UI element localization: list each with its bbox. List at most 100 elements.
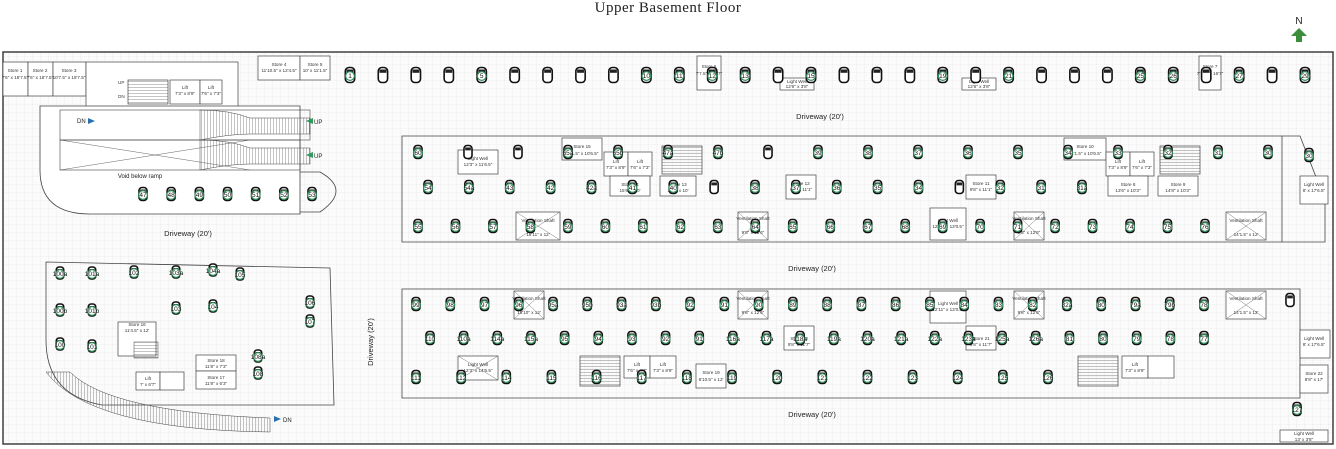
svg-text:41: 41 (629, 185, 637, 192)
parking-space-left-block-5: 104a (206, 263, 221, 277)
parking-space-top-wall-29 (1266, 66, 1278, 84)
parking-space-top-wall-8 (575, 66, 586, 84)
vent-shaft-2-name: Ventilation Shaft (736, 216, 770, 221)
svg-text:105: 105 (235, 272, 246, 279)
svg-text:101: 101 (87, 344, 98, 351)
parking-space-block2-mid-19: 126a (1029, 330, 1043, 346)
parking-space-top-wall-24 (1101, 66, 1113, 84)
parking-space-left-block-12: 107 (305, 314, 316, 328)
parking-space-block2-top-1: 99 (411, 296, 422, 312)
svg-text:121a: 121a (894, 336, 909, 343)
parking-space-block1-bottom-13: 67 (862, 218, 873, 234)
parking-space-top-wall-11: 11 (673, 66, 685, 84)
vent-shaft-5-name: Ventilation Shaft (512, 296, 546, 301)
parking-space-top-wall-20 (970, 66, 982, 84)
store-7-name: Store 7 (1203, 64, 1218, 69)
parking-space-block2-top-5: 95a (548, 296, 559, 312)
svg-text:37: 37 (792, 185, 800, 192)
store-22-name: Store 22 (1305, 371, 1323, 376)
parking-space-block2-top-17: 84 (959, 296, 970, 312)
parking-space-block2-bottom-8: 119 (727, 369, 738, 385)
parking-space-top-wall-18 (904, 66, 916, 84)
parking-space-top-wall-22 (1036, 66, 1048, 84)
light-well-2-name: Light Well (938, 218, 958, 223)
parking-space-block1-bottom-15: 69 (937, 218, 948, 234)
parking-space-block2-bottom-3: 114 (501, 369, 512, 385)
svg-text:89: 89 (789, 302, 797, 309)
svg-text:83: 83 (995, 302, 1003, 309)
ramp-dn-label: DN (77, 119, 86, 125)
parking-space-block1-top-1: 60 (413, 144, 424, 160)
svg-text:65a: 65a (563, 150, 574, 157)
parking-space-block1-mid-3: 43 (504, 179, 515, 195)
store-9-name: Store 9 (1171, 182, 1186, 187)
svg-text:95: 95 (561, 336, 569, 343)
store-21-size: 9'8" x 11'7" (970, 342, 993, 347)
vent-shaft-4-size: 14'1.5" x 12' (1234, 232, 1259, 237)
svg-text:104a: 104a (206, 268, 221, 275)
light-well-5-name: Light Well (787, 79, 807, 84)
parking-space-block1-top-4: 65a (563, 144, 574, 160)
svg-text:37: 37 (914, 150, 922, 157)
parking-space-block2-top-8: 93b (650, 296, 662, 312)
svg-text:10: 10 (643, 73, 651, 80)
parking-space-block1-bottom-21: 75 (1162, 218, 1173, 234)
parking-space-block2-top-13: 88 (822, 296, 833, 312)
svg-text:112: 112 (456, 375, 467, 382)
parking-space-block2-top-21: 80 (1096, 296, 1107, 312)
svg-text:38: 38 (751, 185, 759, 192)
lift-4-size: 7'6" x 7'3" (630, 165, 650, 170)
parking-space-block2-bottom-12: 123 (907, 369, 918, 385)
svg-text:100b: 100b (53, 308, 68, 315)
svg-text:117a: 117a (760, 336, 774, 343)
svg-text:91: 91 (696, 336, 704, 343)
svg-text:21: 21 (1005, 73, 1013, 80)
svg-text:100: 100 (55, 342, 66, 349)
parking-space-block1-bottom-2: 56 (450, 218, 461, 234)
parking-space-top-wall-14 (772, 66, 784, 84)
parking-space-block2-mid-24: 77 (1198, 330, 1209, 346)
parking-space-block2-top-20: 82a (1062, 296, 1073, 312)
parking-space-ramp-island-6: 52 (278, 186, 289, 202)
parking-space-block1-bottom-5: 59 (562, 218, 573, 234)
parking-space-top-wall-4 (443, 66, 455, 84)
parking-space-left-block-16: 108 (253, 366, 264, 380)
parking-space-block1-mid-15: 32 (995, 179, 1006, 195)
parking-space-block2-bottom-4: 115 (546, 369, 557, 385)
light-well-3-name: Light Well (938, 301, 958, 306)
svg-text:65: 65 (789, 224, 797, 231)
parking-space-block2-top-6: 95b (582, 296, 593, 312)
svg-text:39: 39 (814, 150, 822, 157)
parking-space-block1-mid-2: 54a (463, 179, 475, 195)
parking-space-ramp-island-5: 51 (250, 186, 261, 202)
svg-text:93: 93 (628, 336, 636, 343)
svg-text:12: 12 (709, 73, 717, 80)
light-well-7-name: Light Well (1304, 182, 1324, 187)
lift-6-size: 7'6" x 7'3" (1132, 165, 1152, 170)
svg-text:57: 57 (489, 224, 497, 231)
parking-space-block1-bottom-6: 60 (600, 218, 611, 234)
store-4-name: Store 4 (272, 62, 287, 67)
parking-space-block1-top-16: 32 (1162, 144, 1173, 160)
svg-text:93a: 93a (616, 302, 627, 309)
svg-text:101b: 101b (85, 308, 100, 315)
parking-space-block1-top-13: 35 (1012, 144, 1023, 160)
light-well-7-size: 8' x 17'6.5" (1303, 188, 1326, 193)
svg-text:126: 126 (1043, 375, 1054, 382)
page-title: Upper Basement Floor (594, 0, 742, 16)
parking-space-block2-bottom-15: 126 (1043, 369, 1054, 385)
store-16-name: Store 16 (128, 322, 146, 327)
svg-text:40: 40 (670, 185, 678, 192)
driveway-left-label: Driveway (20') (164, 229, 212, 238)
parking-space-ramp-island-2: 48 (166, 186, 177, 202)
parking-space-block2-bottom-6: 117 (637, 369, 647, 385)
svg-text:71: 71 (1014, 224, 1022, 231)
parking-space-block1-bottom-12: 66 (825, 218, 836, 234)
light-well-6-size: 12'6" x 3'8" (968, 84, 991, 89)
parking-space-top-wall-7 (542, 66, 554, 84)
ramp-dn-label-2: DN (283, 418, 292, 424)
svg-text:114: 114 (501, 375, 512, 382)
parking-space-block1-bottom-1: 55 (413, 218, 424, 234)
parking-space-block1-bottom-20: 74 (1125, 218, 1136, 234)
parking-space-top-wall-27 (1200, 66, 1212, 84)
